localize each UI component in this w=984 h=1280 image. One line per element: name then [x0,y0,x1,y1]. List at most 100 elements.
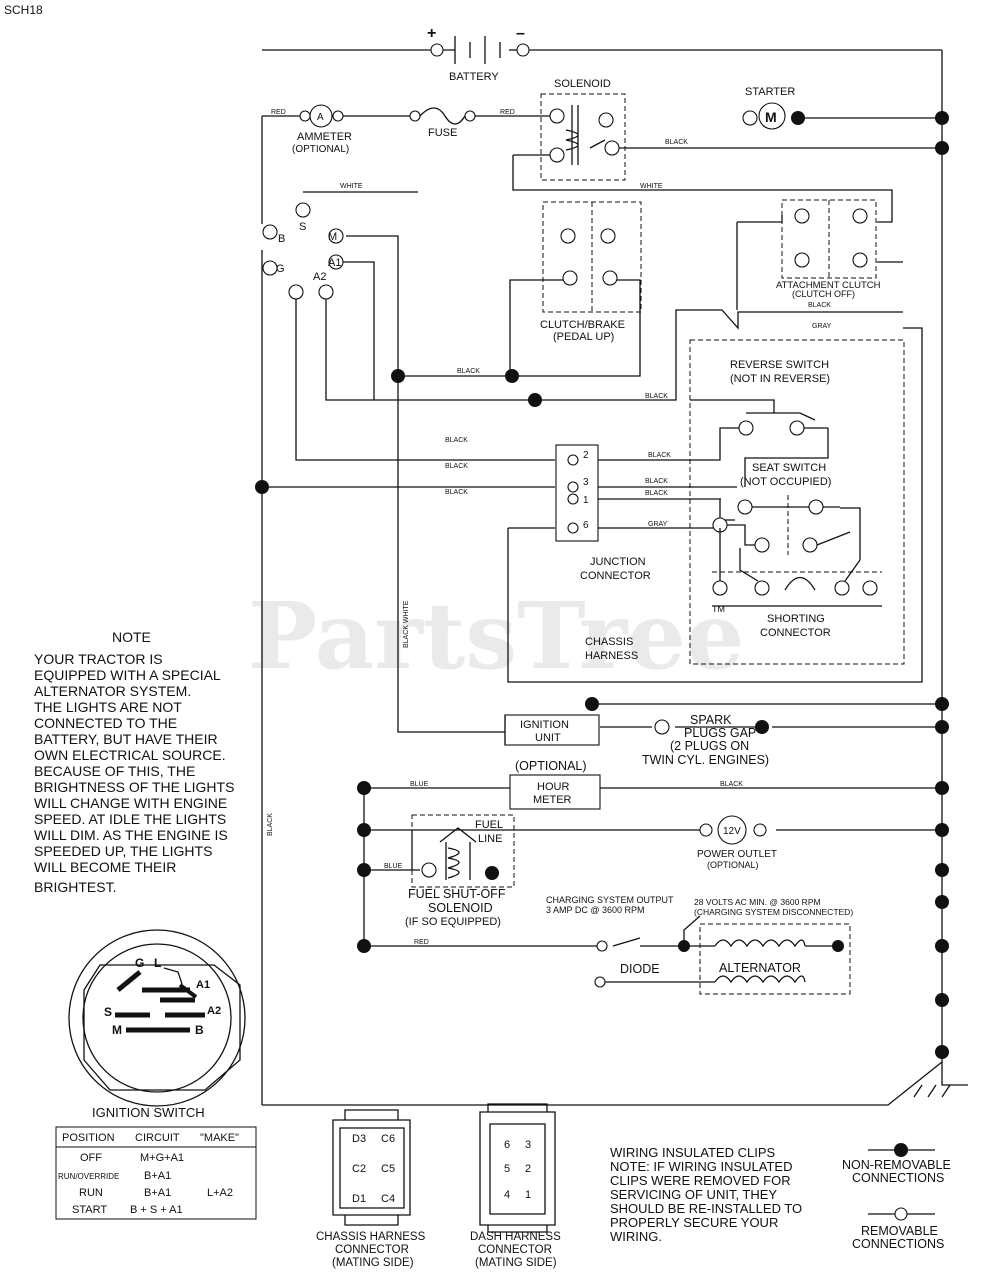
table-row-run-make: L+A2 [207,1187,233,1199]
note-line: THE LIGHTS ARE NOT [34,699,182,715]
wire-label-gray-row: GRAY [648,521,668,528]
power-outlet-sub: (OPTIONAL) [707,860,759,870]
connection-legend: NON-REMOVABLE CONNECTIONS REMOVABLE CONN… [842,1143,951,1251]
dash-pin-6: 6 [504,1139,510,1151]
wire-label-white-top: WHITE [640,183,663,190]
fuse-label: FUSE [428,127,457,139]
fuel-line-1: FUEL [475,819,503,831]
wire-label-black-clutch: BLACK [457,368,480,375]
wire-label-white-s: WHITE [340,183,363,190]
chassis-pin-d3: D3 [352,1133,366,1145]
ammeter: RED A AMMETER (OPTIONAL) [271,104,352,155]
wire-label-black-attach: BLACK [808,302,831,309]
wire-label-black-row400: BLACK [645,393,668,400]
charging-ac-line-1: 28 VOLTS AC MIN. @ 3600 RPM [694,897,821,907]
table-header-circuit: CIRCUIT [135,1132,180,1144]
wire-label-black-d: BLACK [648,452,671,459]
wire-label-gray-attach: GRAY [812,323,832,330]
chassis-pin-c5: C5 [381,1163,395,1175]
legend-removable-2: CONNECTIONS [852,1237,944,1251]
table-row-override-circuit: B+A1 [144,1170,171,1182]
shorting-connector: SHORTING CONNECTOR [712,528,882,639]
legend-non-removable-2: CONNECTIONS [852,1171,944,1185]
watermark: PartsTree [248,582,744,690]
reverse-switch-label: REVERSE SWITCH [730,359,829,371]
ign-terminal-g: G [276,263,285,275]
chassis-harness-sub: HARNESS [585,650,638,662]
wire-label-black-a: BLACK [445,437,468,444]
clips-note-line: SHOULD BE RE-INSTALLED TO [610,1201,802,1216]
fuel-solenoid-line-1: FUEL SHUT-OFF [408,887,506,901]
wire-label-black-b: BLACK [445,463,468,470]
main-wiring [261,49,968,1106]
diode-label: DIODE [620,962,660,976]
junction-connector: 2 3 1 6 JUNCTION CONNECTOR [555,444,651,582]
ignition-switch-table: POSITION CIRCUIT "MAKE" OFF M+G+A1 RUN/O… [55,1126,257,1220]
removable-symbol [894,1207,908,1221]
dash-pin-5: 5 [504,1163,510,1175]
wire-label-red-charging: RED [414,939,429,946]
table-row-start-position: START [72,1204,107,1216]
chassis-connector-line-3: (MATING SIDE) [332,1257,414,1269]
legend-removable-1: REMOVABLE [861,1224,938,1238]
battery-minus: – [516,25,525,42]
safety-switch-enclosure [689,339,905,665]
ignition-switch-label: IGNITION SWITCH [92,1105,205,1120]
battery-label: BATTERY [449,71,499,83]
fuel-solenoid-line-2: SOLENOID [428,901,493,915]
wire-label-black-f: BLACK [645,490,668,497]
wire-label-blue-hour: BLUE [410,781,429,788]
seat-switch: SEAT SWITCH (NOT OCCUPIED) [712,462,851,555]
note-line: CONNECTED TO THE [34,715,177,731]
wire-label-blue-fuel: BLUE [384,863,403,870]
starter-label: STARTER [745,86,795,98]
shorting-sub: CONNECTOR [760,627,831,639]
note-line: BECAUSE OF THIS, THE [34,763,195,779]
note-line: BRIGHTEST. [34,879,116,895]
ignition-unit-sub: UNIT [535,732,561,744]
chassis-connector-line-1: CHASSIS HARNESS [316,1231,426,1243]
clutch-brake-switch: CLUTCH/BRAKE (PEDAL UP) [540,201,642,343]
clutch-brake-label: CLUTCH/BRAKE [540,319,625,331]
table-header-position: POSITION [62,1132,115,1144]
ignition-switch-symbol: G L A1 S A2 M B IGNITION SWITCH [68,929,246,1120]
spark-line-3: (2 PLUGS ON [670,739,749,753]
junction-label: JUNCTION [590,556,646,568]
ignition-unit-label: IGNITION [520,719,569,731]
ign-terminal-m: M [328,231,337,243]
note-line: SPEEDED UP, THE LIGHTS [34,843,212,859]
ignition-unit: IGNITION UNIT [504,714,600,746]
fuel-line-2: LINE [478,833,502,845]
ign-terminal-b: B [278,233,285,245]
note-title: NOTE [112,629,151,645]
clips-note-line: PROPERLY SECURE YOUR [610,1215,778,1230]
ign-switch-b: B [195,1023,204,1037]
wire-label-black-frame: BLACK [267,813,274,836]
clips-note-line: NOTE: IF WIRING INSULATED [610,1159,793,1174]
charging-output-line-2: 3 AMP DC @ 3600 RPM [546,905,645,915]
dash-harness-connector: 6 3 5 2 4 1 DASH HARNESS CONNECTOR (MATI… [470,1103,561,1269]
fuse: FUSE RED [409,107,515,139]
note-line: WILL BECOME THEIR [34,859,176,875]
ignition-terminal-ring: S B G M A1 A2 [262,202,344,300]
junction-pin-1: 2 [583,450,589,461]
note-line: YOUR TRACTOR IS [34,651,163,667]
chassis-pin-c6: C6 [381,1133,395,1145]
ign-switch-a2: A2 [207,1005,221,1017]
ign-switch-m: M [112,1023,122,1037]
note-line: SPEED. AT IDLE THE LIGHTS [34,811,226,827]
note-line: WILL CHANGE WITH ENGINE [34,795,227,811]
charging-ac-line-2: (CHARGING SYSTEM DISCONNECTED) [694,907,853,917]
chassis-pin-d1: D1 [352,1193,366,1205]
table-row-start-circuit: B + S + A1 [130,1204,183,1216]
clips-note-line: SERVICING OF UNIT, THEY [610,1187,777,1202]
hour-meter-optional: (OPTIONAL) [515,759,587,773]
fuel-solenoid-line-3: (IF SO EQUIPPED) [405,916,501,928]
wire-label-black-c: BLACK [445,489,468,496]
spark-line-2: PLUGS GAP [684,726,756,740]
chassis-harness-label: CHASSIS [585,636,633,648]
sheet-id: SCH18 [4,3,43,17]
note-line: EQUIPPED WITH A SPECIAL [34,667,221,683]
attachment-clutch-switch: ATTACHMENT CLUTCH (CLUTCH OFF) [776,199,881,299]
note-line: OWN ELECTRICAL SOURCE. [34,747,226,763]
